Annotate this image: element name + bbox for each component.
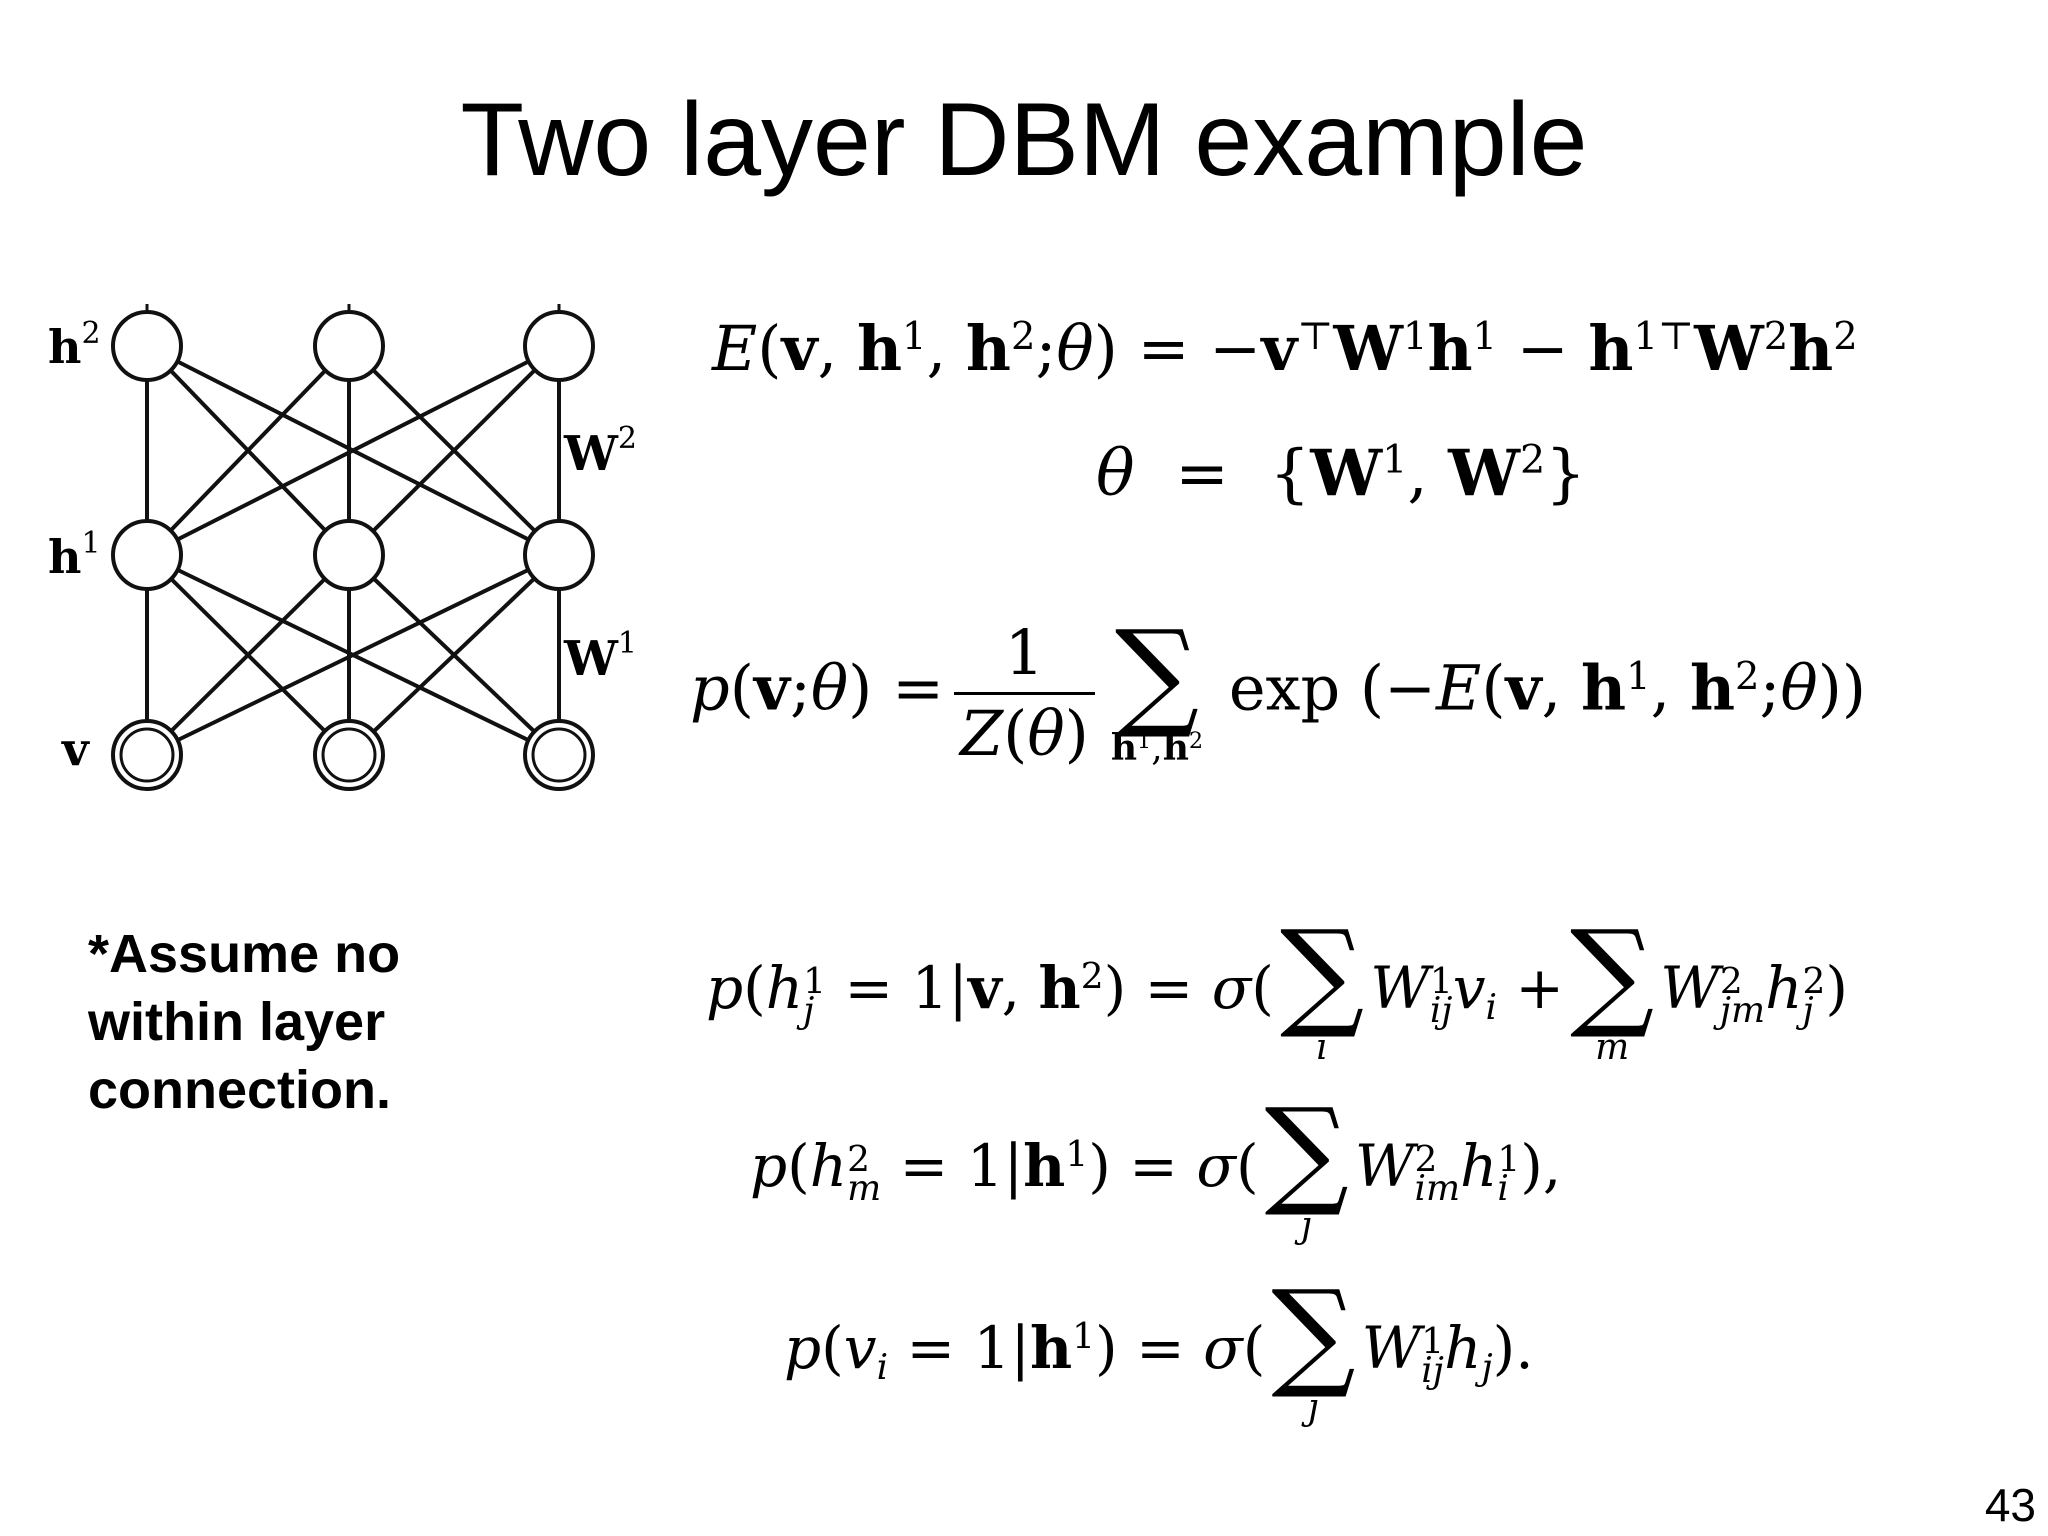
visible-unit-node [111,719,183,791]
weight-label-w1: W1 [563,626,637,687]
visible-unit-node [523,719,595,791]
hidden-unit-node [313,519,385,591]
visible-unit-inner-ring [321,727,377,783]
parameter-set-equation: θ = {W1, W2} [1096,436,1586,511]
assumption-note: *Assume no within layer connection. [88,920,400,1124]
page-number: 43 [1984,1479,2036,1531]
visible-unit-inner-ring [531,727,587,783]
sum-operator: ∑m [1570,904,1655,1069]
hidden-unit-node [313,310,385,382]
slide-title: Two layer DBM example [460,82,1588,198]
energy-equation: E(v, h1, h2;θ) = −v⊤W1h1 − h1⊤W2h2 [712,312,1858,385]
sum-operator: ∑i [1279,904,1365,1069]
sum-operator: ∑h1,h2 [1110,604,1204,770]
visible-unit-inner-ring [119,727,175,783]
connection-edge [347,344,561,557]
connection-edge [146,553,560,757]
connection-edge [146,344,560,557]
hidden-unit-node [523,519,595,591]
layer-label-v: v [61,722,90,776]
dbm-network-diagram: h2 h1 v W2 W1 [48,304,637,791]
note-line: *Assume no [88,924,401,984]
note-line: within layer [88,992,386,1052]
unit-nodes [111,304,595,791]
connection-edge [145,553,351,757]
visible-unit-node [313,719,385,791]
layer-label-h2: h2 [48,316,101,374]
hidden-unit-node [111,310,183,382]
weight-label-w2: W2 [563,421,637,482]
hidden-unit-node [111,519,183,591]
layer-label-h1: h1 [48,526,101,584]
connection-edge [145,344,351,557]
sum-operator: ∑j [1264,1082,1349,1247]
connection-edge [347,553,561,757]
hidden-unit-node [523,310,595,382]
sum-operator: ∑j [1271,1264,1356,1429]
note-line: connection. [88,1060,392,1120]
